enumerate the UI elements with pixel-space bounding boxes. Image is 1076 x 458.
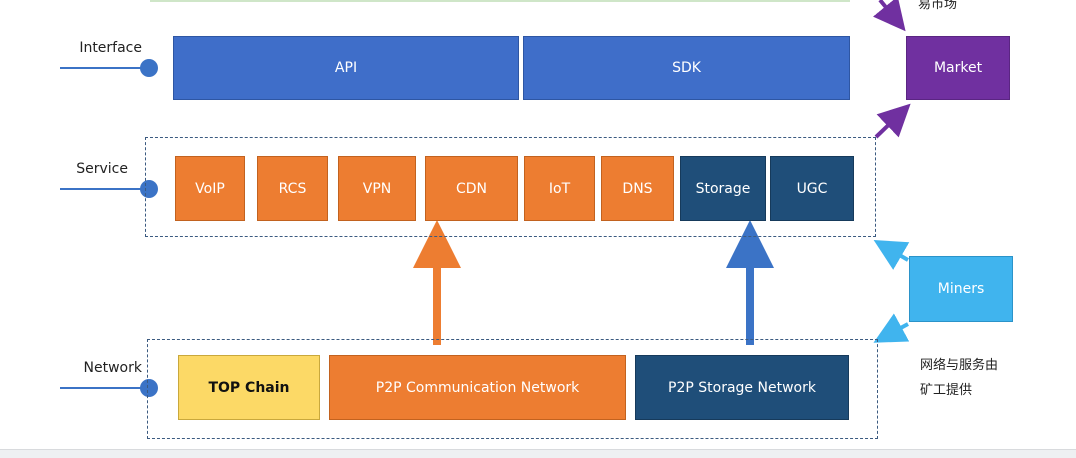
miners-box: Miners [909,256,1013,322]
miners-note-line1: 网络与服务由 [920,358,999,373]
top-edge-strip [150,0,850,2]
api-box: API [173,36,519,100]
dns-box: DNS [601,156,674,221]
bottom-bar [0,449,1076,458]
network-layer-label: Network [83,360,142,376]
vpn-box: VPN [338,156,416,221]
sdk-box: SDK [523,36,850,100]
rcs-box: RCS [257,156,328,221]
ugc-box: UGC [770,156,854,221]
p2p-communication-box: P2P Communication Network [329,355,626,420]
p2p-storage-box: P2P Storage Network [635,355,849,420]
miners-note-line2: 矿工提供 [920,383,973,398]
market-box: Market [906,36,1010,100]
interface-layer-label: Interface [79,40,142,56]
service-connector [60,180,158,198]
network-connector [60,379,158,397]
interface-connector [60,59,158,77]
service-group [145,137,876,237]
top-to-market-arrow [872,0,906,32]
network-group [147,339,878,439]
top-chain-box: TOP Chain [178,355,320,420]
voip-box: VoIP [175,156,245,221]
market-note: 易市场 [918,0,958,12]
storage-service-box: Storage [680,156,766,221]
iot-box: IoT [524,156,595,221]
service-to-market-arrow [874,103,911,139]
cdn-box: CDN [425,156,518,221]
service-layer-label: Service [76,161,128,177]
miners-to-network-arrow [873,313,910,343]
miners-to-service-arrow [873,239,910,270]
